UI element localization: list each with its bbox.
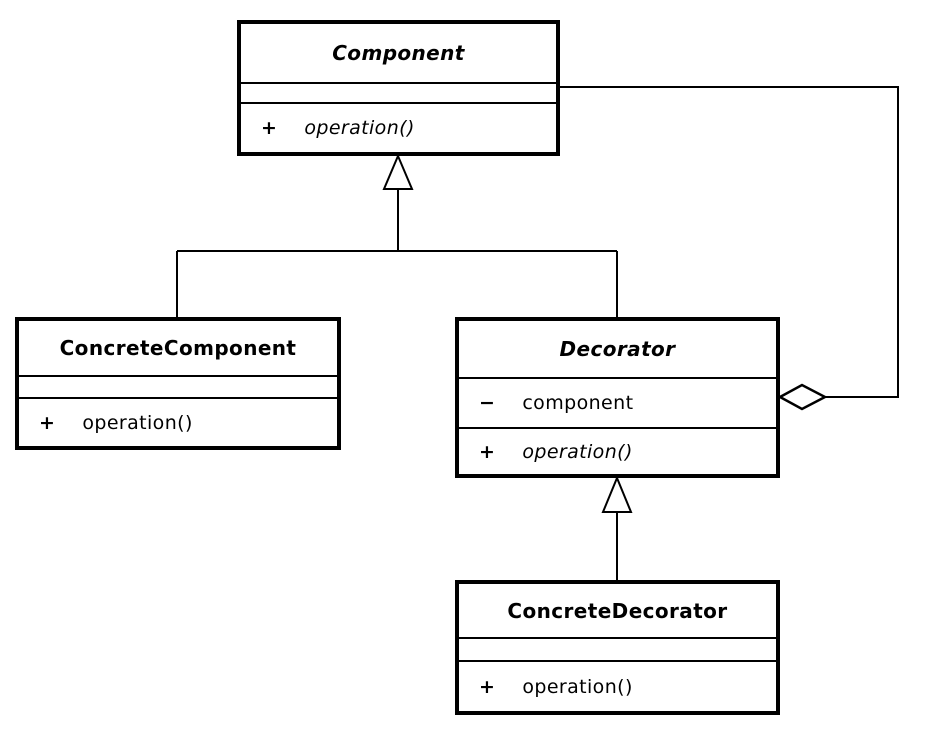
attributes-compartment-component xyxy=(241,82,556,102)
visibility-marker: + xyxy=(479,440,496,463)
operation-row: + operation() xyxy=(459,662,776,711)
operation-row: + operation() xyxy=(19,399,337,446)
operation-name: operation() xyxy=(82,411,193,434)
generalization-edge-to-decorator xyxy=(601,475,633,580)
class-title-concrete-component: ConcreteComponent xyxy=(59,336,297,360)
class-box-component: Component + operation() xyxy=(237,20,560,156)
attribute-row: − component xyxy=(459,379,776,427)
attributes-compartment-concrete-decorator xyxy=(459,637,776,660)
operations-compartment-component: + operation() xyxy=(241,102,556,152)
operation-name: operation() xyxy=(304,117,415,139)
class-title-concrete-decorator: ConcreteDecorator xyxy=(507,598,728,623)
generalization-line xyxy=(176,189,618,317)
class-box-decorator: Decorator − component + operation() xyxy=(455,317,780,478)
operations-compartment-concrete-decorator: + operation() xyxy=(459,660,776,711)
operation-row: + operation() xyxy=(241,104,556,152)
operation-name: operation() xyxy=(522,440,633,463)
visibility-marker: + xyxy=(479,675,496,698)
generalization-edge-to-component xyxy=(176,153,618,317)
operations-compartment-concrete-component: + operation() xyxy=(19,397,337,446)
attributes-compartment-concrete-component xyxy=(19,375,337,397)
operations-compartment-decorator: + operation() xyxy=(459,427,776,474)
class-title-decorator: Decorator xyxy=(559,337,676,361)
visibility-marker: + xyxy=(39,411,56,434)
visibility-marker: + xyxy=(261,117,278,139)
generalization-arrow-icon xyxy=(382,153,414,190)
generalization-arrow-icon xyxy=(601,475,633,513)
class-title-component: Component xyxy=(332,41,465,65)
attributes-compartment-decorator: − component xyxy=(459,377,776,427)
attribute-name: component xyxy=(522,392,634,414)
visibility-marker: − xyxy=(479,392,496,414)
aggregation-edge xyxy=(560,86,899,411)
class-box-concrete-component: ConcreteComponent + operation() xyxy=(15,317,341,450)
operation-name: operation() xyxy=(522,675,633,698)
class-box-concrete-decorator: ConcreteDecorator + operation() xyxy=(455,580,780,715)
operation-row: + operation() xyxy=(459,429,776,474)
aggregation-line xyxy=(560,86,899,398)
aggregation-diamond-icon xyxy=(777,383,828,411)
